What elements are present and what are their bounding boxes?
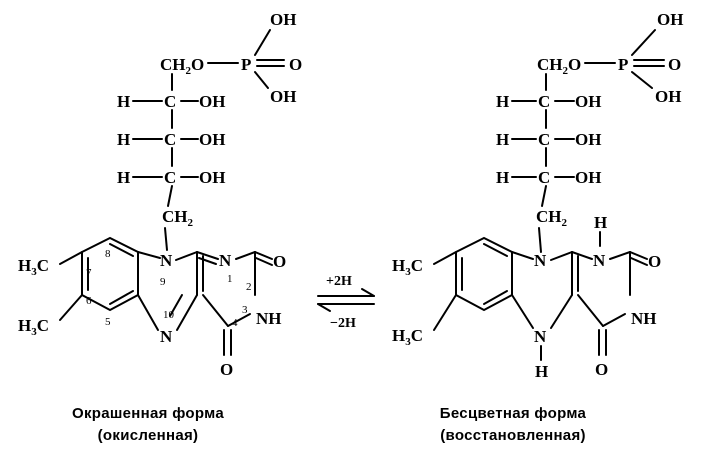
- chain-oh-1: OH: [199, 92, 225, 111]
- n5-hydrogen: H: [535, 362, 548, 381]
- ring-num-1: 1: [227, 273, 233, 285]
- chain-oh-2-r: OH: [575, 130, 601, 149]
- n5-atom: N: [160, 327, 173, 346]
- chain-h-3: H: [117, 168, 130, 187]
- methyl-lower-r: H3C: [392, 326, 423, 348]
- chain-h-1-r: H: [496, 92, 509, 111]
- chain-oh-3-r: OH: [575, 168, 601, 187]
- chain-oh-2: OH: [199, 130, 225, 149]
- oxo-c2: O: [273, 252, 286, 271]
- ch2o-group: CH2O: [160, 55, 204, 77]
- chain-h-1: H: [117, 92, 130, 111]
- oxo-c2-r: O: [648, 252, 661, 271]
- reverse-label: −2H: [330, 316, 356, 331]
- ring-num-8: 8: [105, 248, 111, 260]
- oxidized-structure: OH CH2O P O OH H C OH H C OH H C OH CH2: [18, 10, 302, 379]
- ring-num-3: 3: [242, 304, 248, 316]
- caption-right-line2: (восстановленная): [440, 427, 586, 444]
- n1-atom: N: [219, 251, 232, 270]
- chain-c-1-r: C: [538, 92, 550, 111]
- phosphorus-atom-r: P: [618, 55, 628, 74]
- reduced-structure: OH CH2O P O OH H C OH H C OH H C OH CH2: [392, 10, 683, 381]
- caption-right-line1: Бесцветная форма: [440, 405, 587, 422]
- chain-h-2-r: H: [496, 130, 509, 149]
- oxo-c4: O: [220, 360, 233, 379]
- phosphate-oh-bottom-r: OH: [655, 87, 681, 106]
- methyl-upper: H3C: [18, 256, 49, 278]
- ring-num-7: 7: [86, 267, 92, 279]
- ch2-group: CH2: [162, 207, 194, 229]
- chain-h-3-r: H: [496, 168, 509, 187]
- phosphate-oh-top: OH: [270, 10, 296, 29]
- ring-num-6: 6: [86, 295, 92, 307]
- oxo-c4-r: O: [595, 360, 608, 379]
- n1-hydrogen: H: [594, 213, 607, 232]
- ring-num-5: 5: [105, 316, 111, 328]
- n1-atom-r: N: [593, 251, 606, 270]
- equilibrium-arrows: +2H −2H: [317, 274, 375, 331]
- chain-c-1: C: [164, 92, 176, 111]
- phosphate-oxo-r: O: [668, 55, 681, 74]
- caption-left-line2: (окисленная): [98, 427, 199, 444]
- chain-h-2: H: [117, 130, 130, 149]
- n10-atom-r: N: [534, 251, 547, 270]
- chain-c-2-r: C: [538, 130, 550, 149]
- phosphate-oh-top-r: OH: [657, 10, 683, 29]
- ring-num-2: 2: [246, 281, 252, 293]
- n3h-group-r: NH: [631, 309, 657, 328]
- methyl-upper-r: H3C: [392, 256, 423, 278]
- ring-num-4: 4: [232, 317, 238, 329]
- chain-c-3-r: C: [538, 168, 550, 187]
- ch2o-group-r: CH2O: [537, 55, 581, 77]
- n10-atom: N: [160, 251, 173, 270]
- chain-oh-1-r: OH: [575, 92, 601, 111]
- phosphate-oh-bottom: OH: [270, 87, 296, 106]
- ch2-group-r: CH2: [536, 207, 568, 229]
- methyl-lower: H3C: [18, 316, 49, 338]
- ring-num-10: 10: [163, 309, 175, 321]
- phosphate-oxo: O: [289, 55, 302, 74]
- chain-oh-3: OH: [199, 168, 225, 187]
- phosphorus-atom: P: [241, 55, 251, 74]
- chain-c-3: C: [164, 168, 176, 187]
- n5-atom-r: N: [534, 327, 547, 346]
- caption-left-line1: Окрашенная форма: [72, 405, 224, 422]
- forward-label: +2H: [326, 274, 352, 289]
- ring-num-9: 9: [160, 276, 166, 288]
- chain-c-2: C: [164, 130, 176, 149]
- n3h-group: NH: [256, 309, 282, 328]
